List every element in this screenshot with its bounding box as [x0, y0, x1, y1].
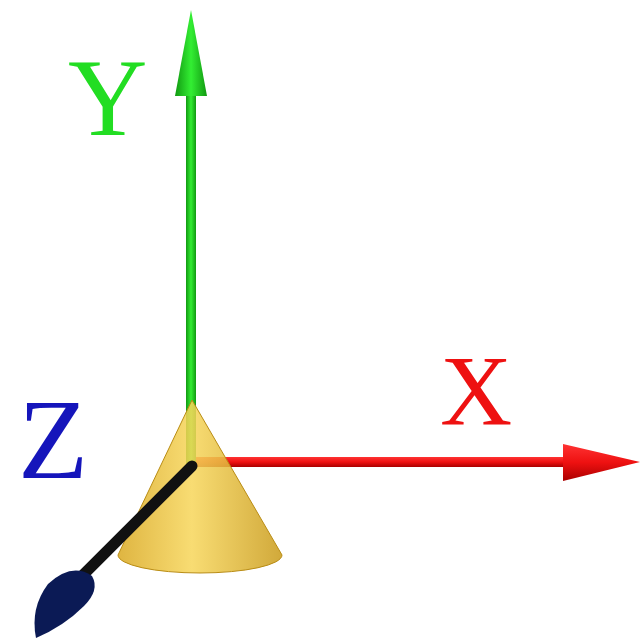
- z-axis-arrowhead: [35, 571, 95, 638]
- y-axis-arrowhead: [175, 10, 207, 96]
- x-axis-arrowhead: [563, 444, 640, 481]
- z-axis-label: Z: [18, 382, 88, 497]
- cone: [118, 400, 282, 573]
- y-axis-label: Y: [68, 43, 147, 153]
- x-axis-shaft: [196, 457, 570, 467]
- x-axis-label: X: [440, 341, 512, 441]
- z-axis-shaft: [78, 466, 192, 580]
